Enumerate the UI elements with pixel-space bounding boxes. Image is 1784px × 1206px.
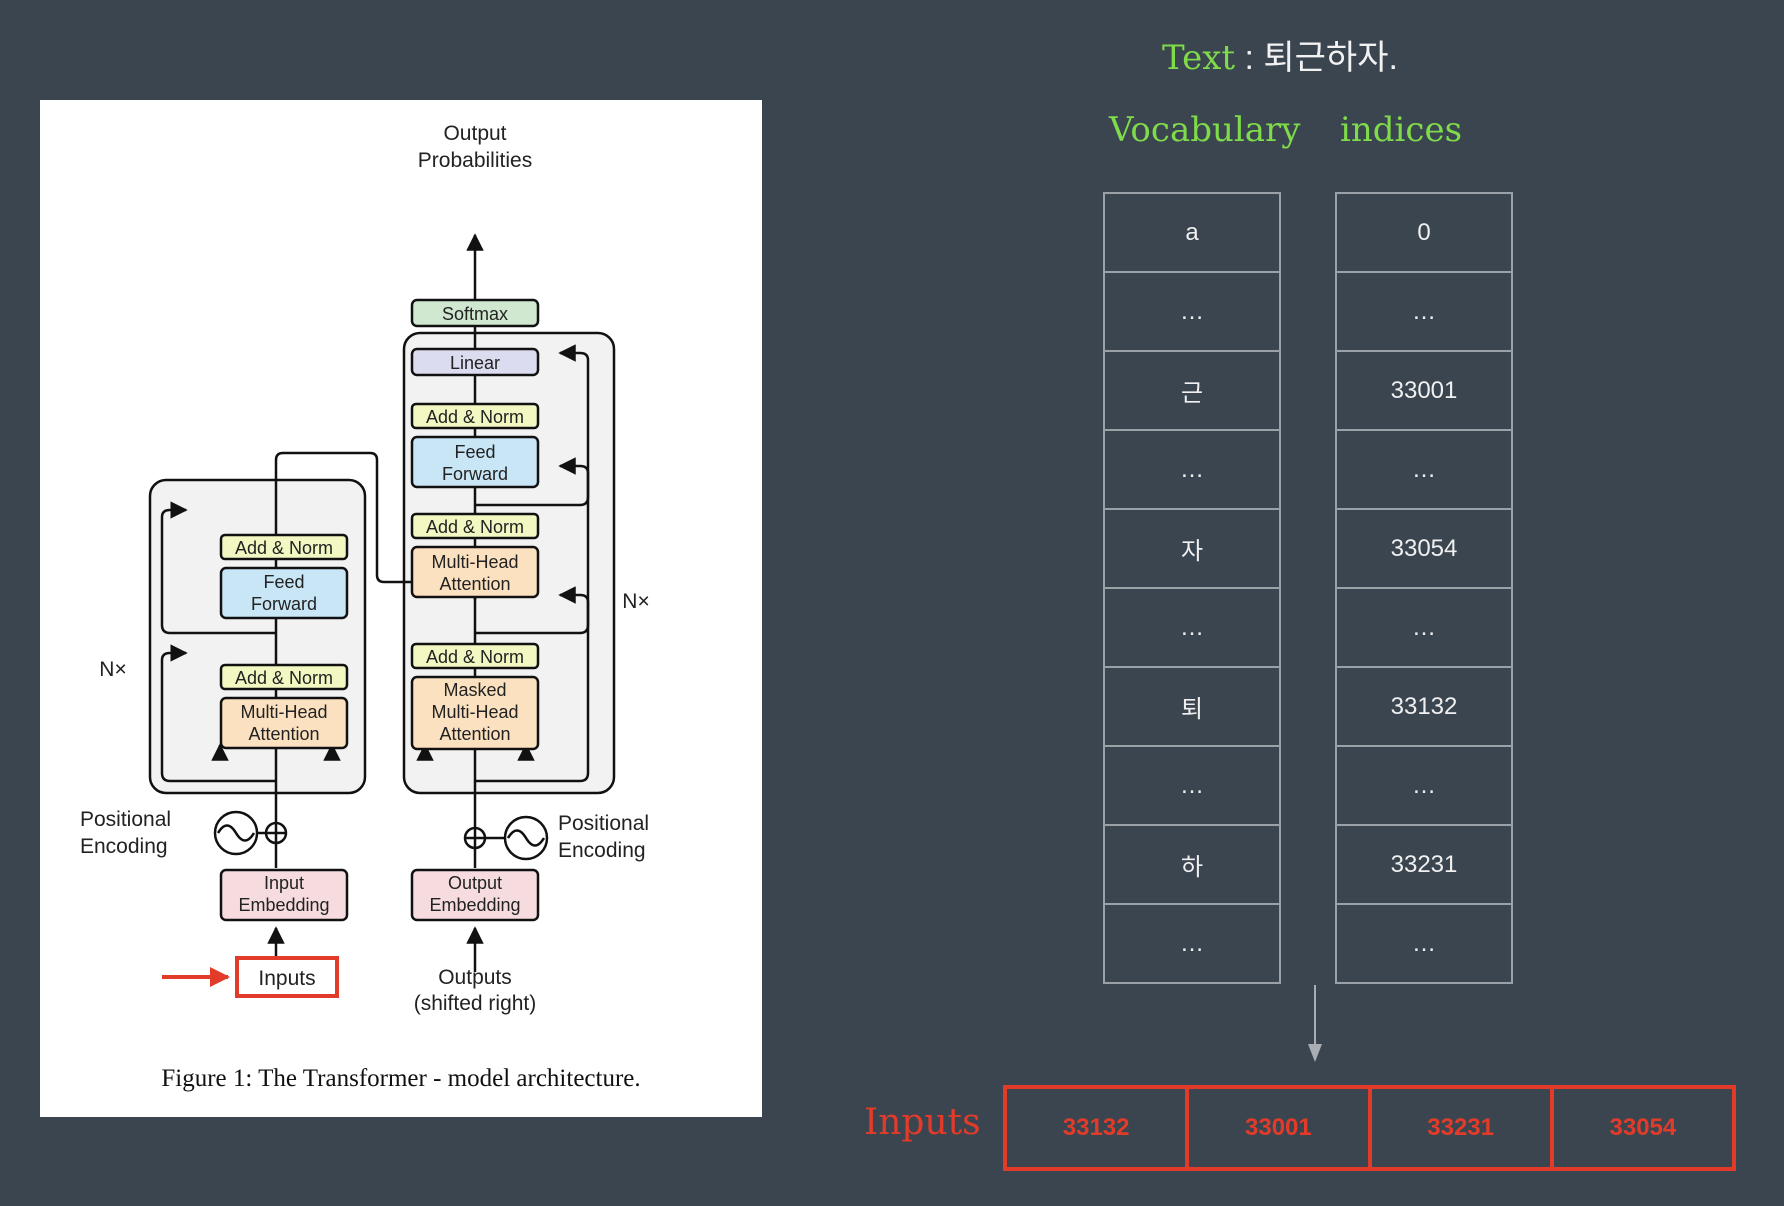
output-embedding-label-2: Embedding: [429, 895, 520, 915]
svg-text:Output: Output: [443, 122, 506, 145]
add-norm-label: Add & Norm: [426, 407, 524, 427]
decoder-multi-head-attention: [410, 545, 540, 599]
masked-mha-label-2: Multi-Head: [431, 702, 518, 722]
encoder-nx-label: N×: [99, 658, 126, 681]
input-id-cell: 33231: [1372, 1089, 1554, 1167]
mha-label-2: Attention: [248, 724, 319, 744]
linear-box: [410, 347, 540, 377]
index-cell: …: [1335, 271, 1513, 352]
decoder-add-norm-3: [410, 402, 540, 430]
encoder-feed-forward: [219, 566, 349, 620]
indices-table: 0 … 33001 … 33054 … 33132 … 33231 …: [1335, 192, 1513, 984]
masked-mha-label-1: Masked: [443, 680, 506, 700]
add-norm-label: Add & Norm: [426, 647, 524, 667]
vocab-cell: …: [1103, 271, 1281, 352]
output-probabilities-label-2: Probabilities: [418, 149, 532, 172]
vocabulary-header: Vocabulary: [1109, 110, 1301, 150]
output-probabilities-label-1: Output: [443, 122, 506, 145]
text-value: 퇴근하자.: [1263, 39, 1398, 77]
feed-forward-label-1: Feed: [454, 442, 495, 462]
decoder-pos-enc-label-1: Positional: [558, 812, 649, 835]
feed-forward-label-2: Forward: [442, 464, 508, 484]
vocab-cell: …: [1103, 903, 1281, 984]
decoder-add-norm-2: [410, 512, 540, 540]
decoder-feed-forward: [410, 435, 540, 489]
encoder-add-norm-1: [219, 663, 349, 691]
index-cell: …: [1335, 745, 1513, 826]
mha-label-1: Multi-Head: [240, 702, 327, 722]
decoder-add-norm-1: [410, 642, 540, 670]
outputs-label-1: Outputs: [438, 966, 512, 989]
input-id-cell: 33054: [1609, 1114, 1677, 1141]
text-separator: :: [1235, 39, 1264, 77]
down-arrow-icon: [1308, 985, 1322, 1062]
indices-header: indices: [1340, 110, 1463, 150]
vocab-cell: 하: [1103, 824, 1281, 905]
add-norm-label: Add & Norm: [235, 538, 333, 558]
masked-multi-head-attention: [410, 675, 540, 751]
vocab-cell: …: [1103, 429, 1281, 510]
feed-forward-label-1: Feed: [263, 572, 304, 592]
mha-label-1: Multi-Head: [431, 552, 518, 572]
encoder-multi-head-attention: [219, 696, 349, 750]
input-id-cell: 33001: [1189, 1089, 1372, 1167]
output-embedding-label-1: Output: [448, 873, 502, 893]
vocab-cell: …: [1103, 587, 1281, 668]
add-norm-label: Add & Norm: [235, 668, 333, 688]
input-id-cell: 33132: [1007, 1089, 1190, 1167]
inputs-highlight-box: [235, 956, 339, 998]
index-cell: 0: [1335, 192, 1513, 273]
transformer-figure: Output Probabilities Softmax Linear Add …: [40, 100, 762, 1117]
add-norm-label: Add & Norm: [426, 517, 524, 537]
vocab-cell: a: [1103, 192, 1281, 273]
text-line: Text : 퇴근하자.: [1160, 30, 1400, 79]
vocab-cell: …: [1103, 745, 1281, 826]
index-cell: …: [1335, 587, 1513, 668]
index-cell: …: [1335, 903, 1513, 984]
inputs-label: Inputs: [258, 967, 315, 990]
input-embedding-box: [219, 868, 349, 922]
index-cell: 33054: [1335, 508, 1513, 589]
encoder-add-norm-2: [219, 533, 349, 561]
vocab-cell: 퇴: [1103, 666, 1281, 747]
vocab-cell: 자: [1103, 508, 1281, 589]
vocab-cell: 근: [1103, 350, 1281, 431]
index-cell: …: [1335, 429, 1513, 510]
masked-mha-label-3: Attention: [439, 724, 510, 744]
transformer-diagram: Output Probabilities Softmax Linear Add …: [80, 122, 650, 1015]
decoder-pos-enc-label-2: Encoding: [558, 839, 646, 862]
softmax-box: [410, 298, 540, 328]
inputs-row-label: Inputs: [864, 1102, 981, 1143]
text-label: Text: [1162, 38, 1236, 78]
decoder-nx-label: N×: [622, 590, 649, 613]
input-ids-strip: 33132 33001 33231 33054: [1003, 1085, 1736, 1171]
outputs-label-2: (shifted right): [414, 992, 537, 1015]
svg-text:Probabilities: Probabilities: [418, 149, 532, 172]
index-cell: 33001: [1335, 350, 1513, 431]
encoder-pos-enc-label-2: Encoding: [80, 835, 168, 858]
input-embedding-label-1: Input: [264, 873, 304, 893]
encoder-pos-enc-label-1: Positional: [80, 808, 171, 831]
mha-label-2: Attention: [439, 574, 510, 594]
input-embedding-label-2: Embedding: [238, 895, 329, 915]
index-cell: 33231: [1335, 824, 1513, 905]
figure-caption: Figure 1: The Transformer - model archit…: [161, 1065, 641, 1092]
output-embedding-box: [410, 868, 540, 922]
feed-forward-label-2: Forward: [251, 594, 317, 614]
vocabulary-table: a … 근 … 자 … 퇴 … 하 …: [1103, 192, 1281, 984]
softmax-label: Softmax: [442, 304, 508, 324]
linear-label: Linear: [450, 353, 500, 373]
index-cell: 33132: [1335, 666, 1513, 747]
